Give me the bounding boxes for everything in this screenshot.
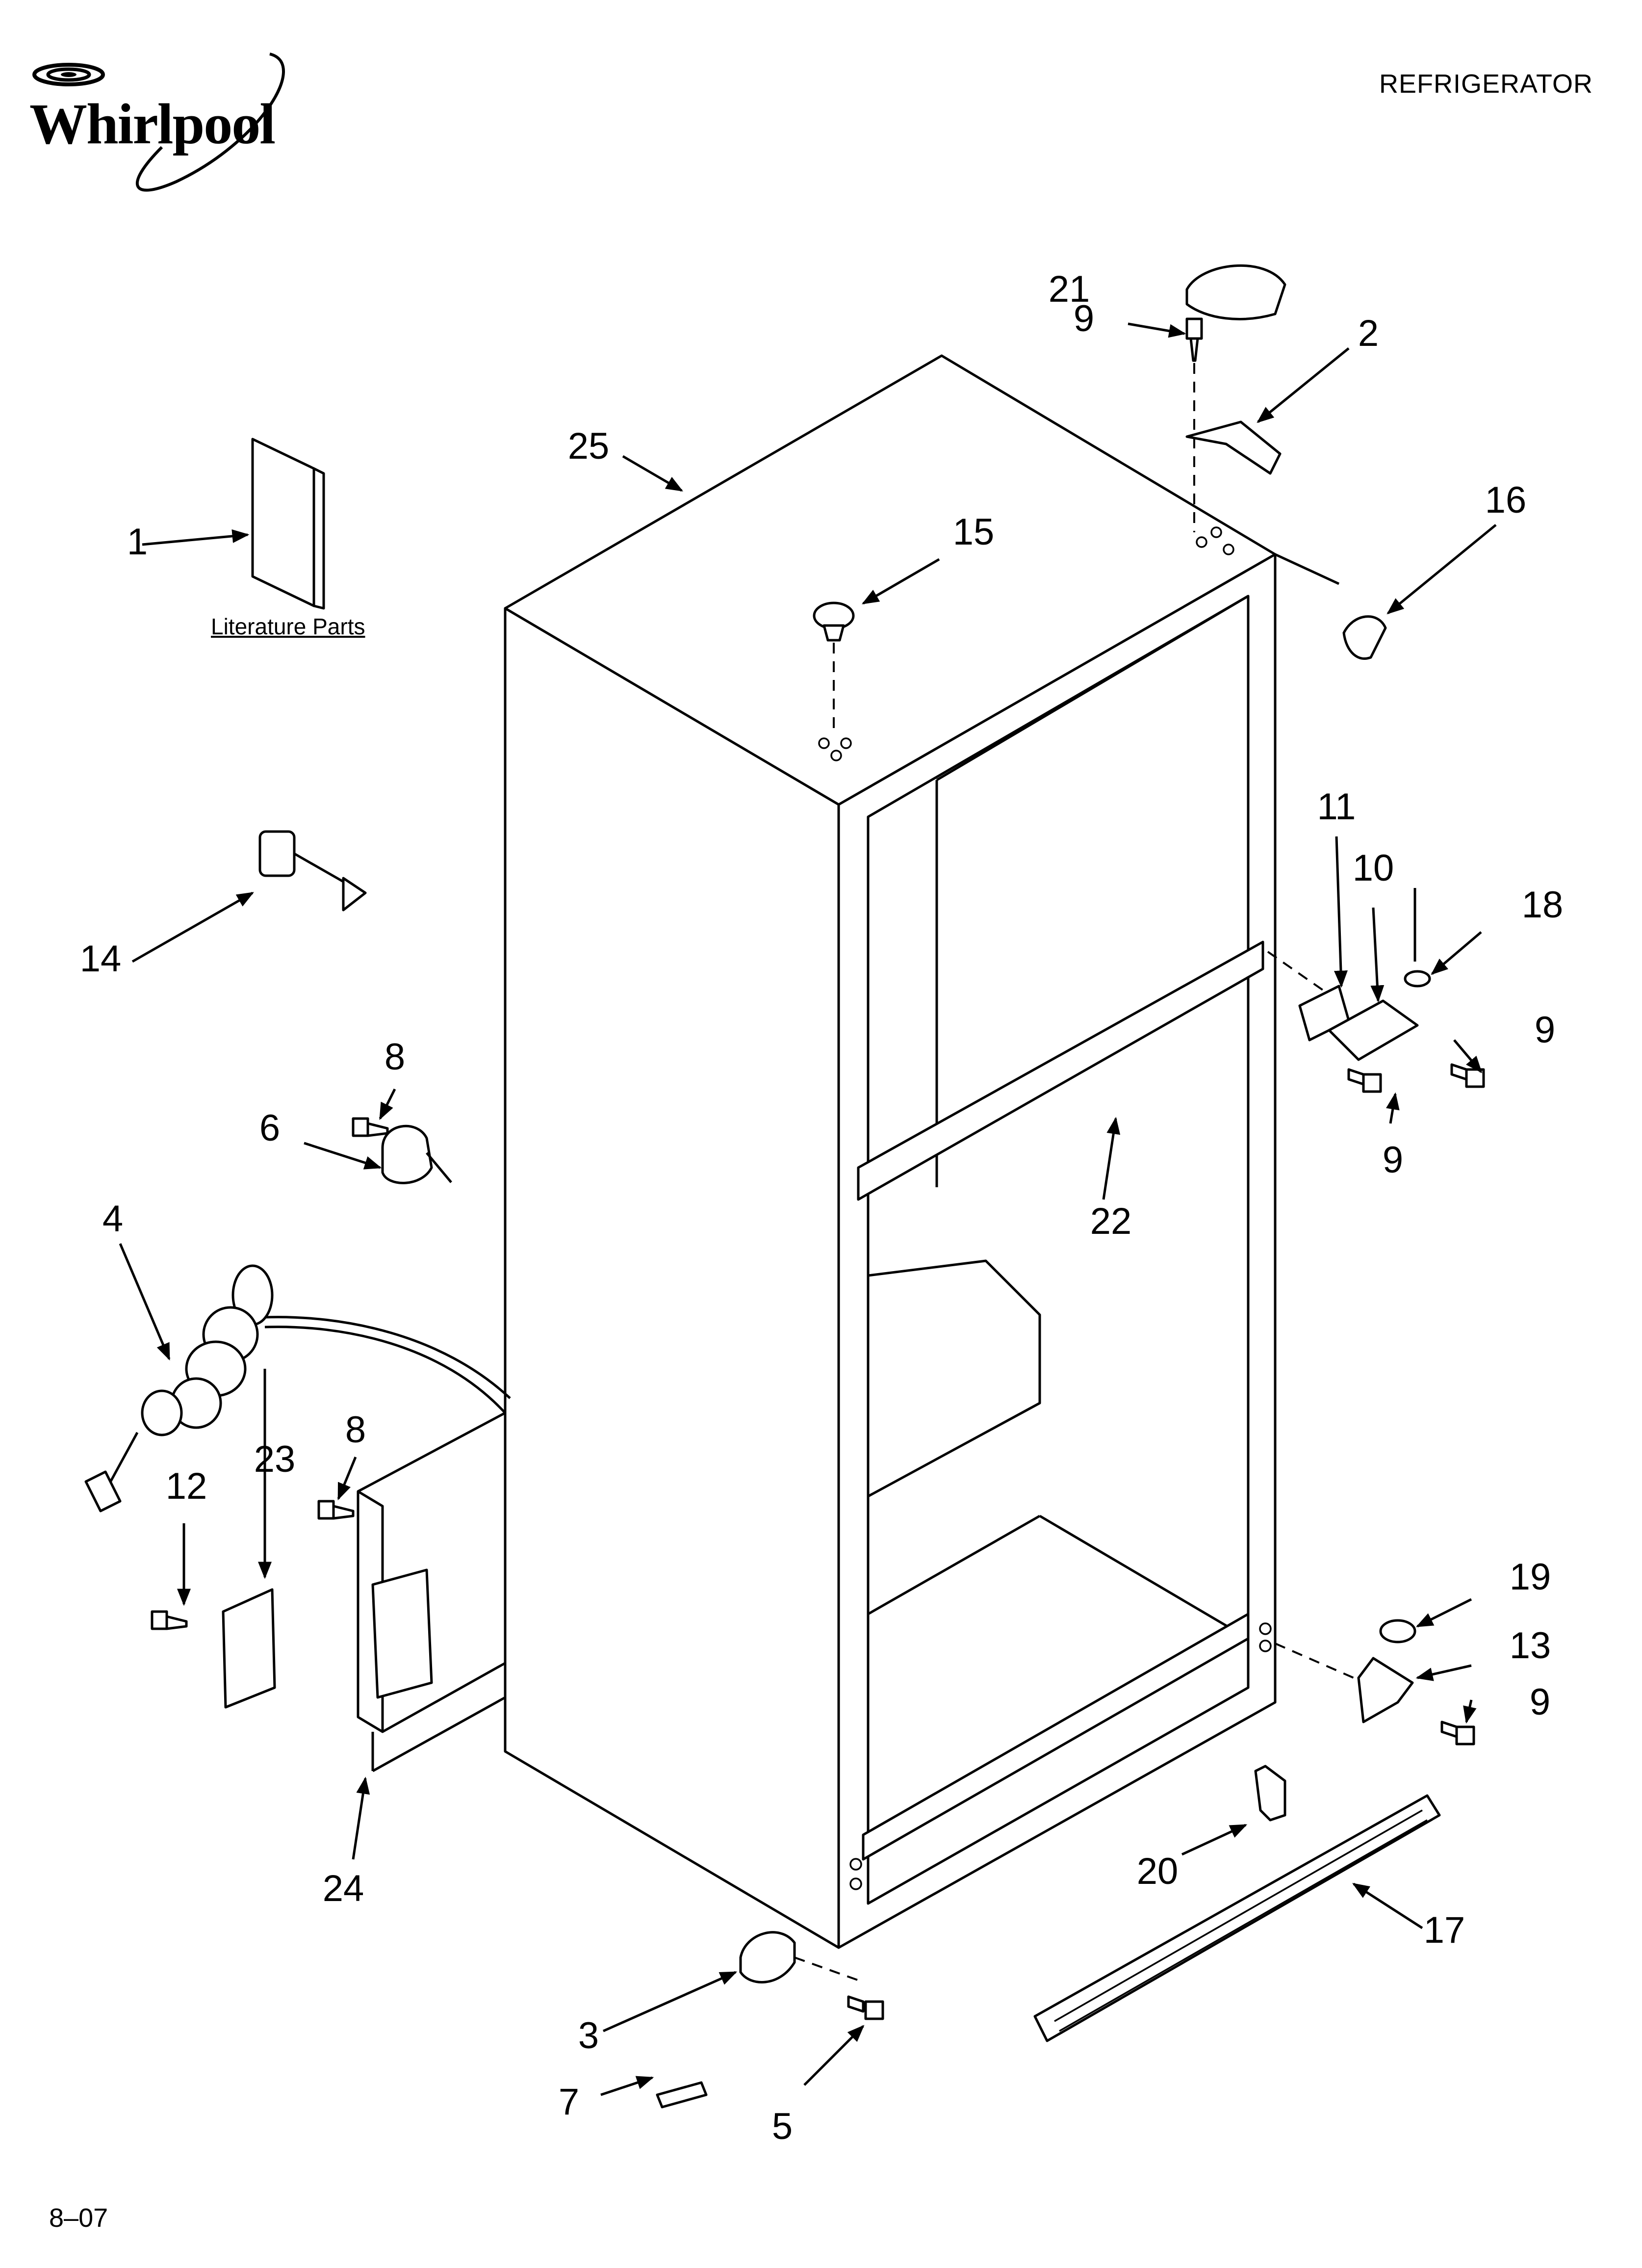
callout-24: 24: [322, 1868, 364, 1909]
callout-6: 6: [259, 1107, 281, 1149]
screw-8-upper-icon: [352, 1117, 389, 1137]
callout-25: 25: [567, 425, 610, 467]
callout-9-mid-right: 9: [1534, 1009, 1556, 1051]
literature-parts-label: Literature Parts: [211, 614, 365, 639]
cover-plate-part: [222, 1588, 276, 1709]
callout-20: 20: [1136, 1851, 1179, 1892]
callout-7: 7: [558, 2081, 580, 2123]
footer-revision-code: 8–07: [49, 2203, 108, 2233]
callout-12: 12: [165, 1465, 207, 1507]
roller-part: [739, 1931, 796, 1983]
leader-lines: [119, 322, 1497, 2096]
swirl-logo-icon: [32, 52, 285, 192]
callout-23: 23: [254, 1438, 296, 1480]
screw-9-mid-lower-icon: [1347, 1068, 1382, 1093]
toe-grille-part: [1033, 1794, 1441, 2042]
screw-8-lower-icon: [317, 1500, 355, 1520]
callout-9-bottom: 9: [1529, 1681, 1551, 1723]
callout-1: 1: [127, 521, 148, 563]
callout-15: 15: [952, 511, 995, 553]
page-title: REFRIGERATOR: [1379, 69, 1593, 99]
literature-book-part: [251, 438, 325, 610]
top-hinge-part: [1185, 420, 1282, 475]
washer-19-part: [1379, 1619, 1416, 1643]
callout-2: 2: [1358, 313, 1379, 354]
callout-9-top: 9: [1073, 298, 1095, 339]
power-cord-part: [84, 1264, 511, 1512]
screw-12-icon: [151, 1610, 188, 1630]
divider-rail-part: [857, 940, 1264, 1201]
callout-8-upper: 8: [384, 1036, 406, 1078]
hinge-cover-part: [1342, 615, 1387, 660]
callout-16: 16: [1485, 479, 1527, 521]
callout-18: 18: [1521, 884, 1564, 926]
callout-19: 19: [1509, 1556, 1551, 1598]
callout-17: 17: [1423, 1909, 1465, 1951]
screw-9-top-icon: [1185, 317, 1203, 362]
washer-18-part: [1404, 970, 1431, 988]
brand-wordmark: Whirlpool: [29, 92, 276, 156]
callout-14: 14: [79, 938, 122, 980]
cabinet-part: [504, 354, 1277, 1949]
callout-22: 22: [1090, 1200, 1132, 1242]
callout-10: 10: [1352, 847, 1394, 889]
hinge-cap-part: [1185, 264, 1286, 320]
callout-13: 13: [1509, 1625, 1551, 1667]
plug-button-part: [813, 601, 855, 642]
callout-9-mid-lower: 9: [1382, 1139, 1404, 1181]
callout-4: 4: [102, 1198, 124, 1240]
clamp-part: [381, 1124, 433, 1184]
access-panel-part: [357, 1411, 506, 1773]
grille-clip-part: [1254, 1765, 1286, 1822]
callout-11: 11: [1317, 786, 1356, 828]
screw-5-icon: [847, 1995, 884, 2020]
callout-5: 5: [771, 2106, 793, 2147]
whirlpool-logo: Whirlpool: [15, 44, 329, 206]
hinge-bracket-10-part: [1328, 999, 1419, 1061]
door-stop-part: [258, 830, 367, 912]
callout-8-lower: 8: [345, 1409, 366, 1451]
callout-3: 3: [578, 2015, 599, 2057]
pin-7-part: [656, 2081, 708, 2109]
callout-21: 21: [1048, 268, 1090, 310]
screw-9-bottom-icon: [1440, 1721, 1475, 1746]
bottom-hinge-part: [1357, 1657, 1414, 1723]
